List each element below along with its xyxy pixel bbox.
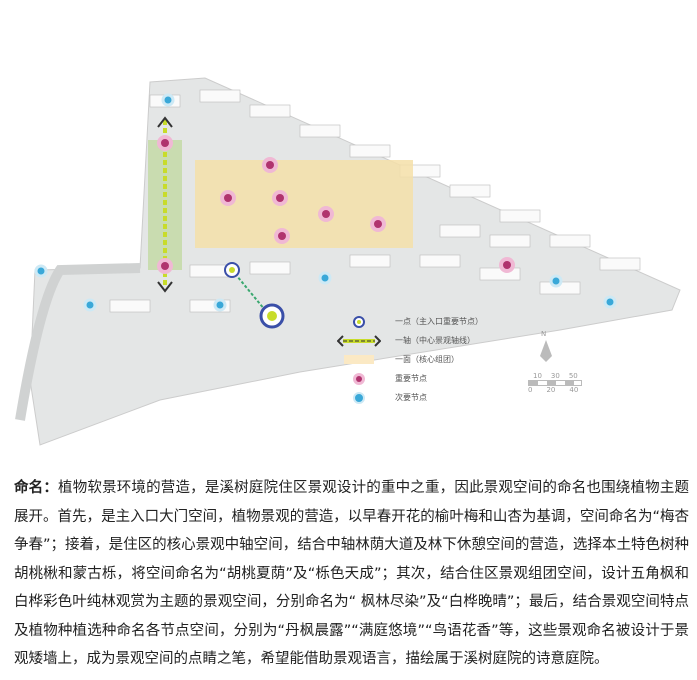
important-node-icon [335, 372, 383, 386]
entrance-node-icon [224, 262, 285, 329]
compass-icon [540, 340, 552, 362]
axis-arrow-top-icon [157, 116, 173, 128]
legend-item: 一轴（中心景观轴线） [335, 331, 483, 350]
important-nodes [157, 135, 515, 274]
paragraph-heading: 命名： [14, 480, 59, 496]
core-area-swatch [335, 355, 383, 364]
legend-item: 重要节点 [335, 369, 483, 388]
entrance-link [231, 269, 266, 311]
legend-item: 次要节点 [335, 388, 483, 407]
secondary-nodes [34, 93, 617, 312]
secondary-node-icon [335, 391, 383, 405]
entrance-node-icon [335, 315, 383, 329]
legend-item: 一点（主入口重要节点） [335, 312, 483, 331]
paragraph-body: 植物软景环境的营造，是溪树庭院住区景观设计的重中之重，因此景观空间的命名也围绕植… [14, 480, 690, 667]
map-legend: 一点（主入口重要节点） 一轴（中心景观轴线） 一面（核心组团） 重要节点 次要节… [335, 312, 483, 407]
article-paragraph: 命名：植物软景环境的营造，是溪树庭院住区景观设计的重中之重，因此景观空间的命名也… [14, 474, 689, 674]
site-plan-map [15, 77, 681, 446]
north-arrow: N [533, 330, 559, 366]
axis-arrow-bottom-icon [157, 281, 173, 293]
buildings [109, 89, 641, 313]
axis-arrow-icon [335, 334, 383, 347]
legend-item: 一面（核心组团） [335, 350, 483, 369]
road [15, 263, 141, 421]
